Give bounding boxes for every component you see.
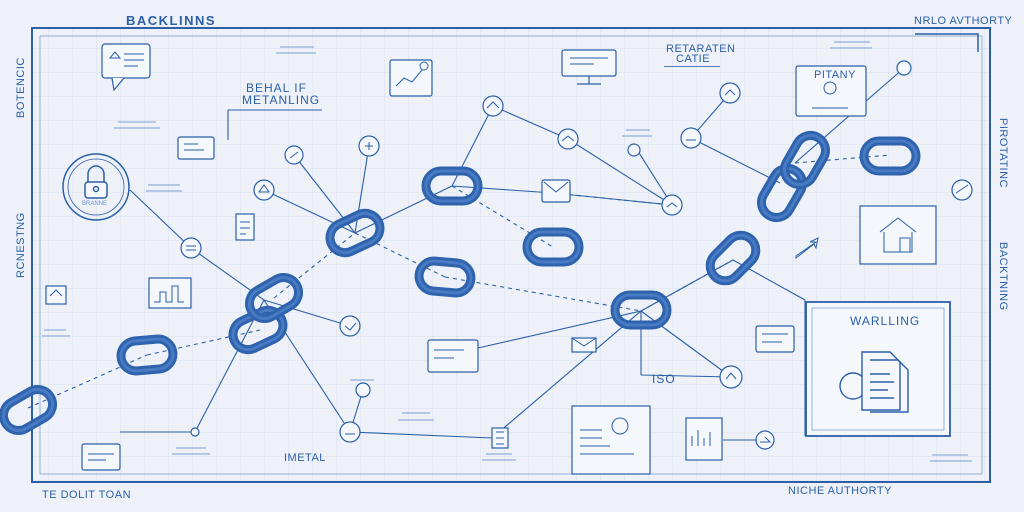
node-icon [719, 365, 743, 389]
node-icon [755, 430, 775, 450]
card-icon-details [49, 51, 917, 461]
node-icon [557, 128, 579, 150]
node-icon [253, 179, 275, 201]
right-vertical-label: PIROTATINC [997, 118, 1009, 188]
right-vertical-label-2: BACKTNING [997, 242, 1009, 311]
bottom-doc-icon [571, 405, 651, 475]
briefcase-icon [755, 325, 795, 353]
top-center-line2: CATIE [676, 53, 710, 65]
annotation-lines [42, 41, 972, 462]
message-card-tail [111, 77, 125, 92]
node-icon [339, 421, 361, 443]
node-icons [180, 60, 973, 450]
monitor-icon [561, 49, 617, 77]
profile-card-icon [795, 65, 867, 117]
node-icon [482, 95, 504, 117]
node-icon [719, 82, 741, 104]
outer-frame [31, 27, 991, 483]
node-icon-glyphs [186, 89, 969, 443]
node-icon [627, 143, 641, 157]
node-icon [951, 179, 973, 201]
warning-title: WARLLING [850, 314, 920, 328]
mail-card-icon [541, 179, 571, 203]
id-card-icon [177, 136, 215, 160]
document-stack-icon [839, 351, 909, 413]
warning-panel-inner [811, 307, 945, 431]
iso-label: ISO [652, 372, 676, 386]
message-icon-bottom [81, 443, 121, 471]
node-icon [896, 60, 912, 76]
node-icon [190, 427, 200, 437]
bottom-mid-label: IMETAL [284, 452, 326, 464]
left-vertical-label: BOTENCIC [15, 57, 27, 118]
arrow-icon [795, 237, 819, 260]
inner-frame [39, 35, 983, 475]
small-box-icon [45, 285, 67, 305]
left-vertical-label-2: RCNESTNG [15, 212, 27, 278]
node-icon [680, 127, 702, 149]
header-right-label: NRLO AVTHORTY [914, 15, 1013, 27]
mid-title-line1: BEHAL IF [246, 81, 307, 95]
top-center-underline [664, 66, 720, 67]
header-left-label: BACKLINNS [126, 13, 216, 28]
document-icon [235, 213, 255, 241]
card-icons [45, 43, 937, 475]
lock-icon [62, 153, 130, 221]
node-icon [339, 315, 361, 337]
bottom-left-label: TE DOLIT TOAN [42, 489, 131, 501]
folder-card-icon [427, 339, 479, 373]
node-icon [355, 382, 371, 398]
mini-card-title: PITANY [814, 69, 856, 81]
chart-card-icon [389, 59, 433, 97]
chart-panel-icon [148, 277, 192, 309]
bottom-right-label: NICHE AUTHORTY [788, 485, 892, 497]
home-panel-icon [859, 205, 937, 265]
top-center-line1: RETARATEN [666, 43, 736, 55]
frame-corner-top-right [915, 33, 979, 52]
lock-caption: BRANNE [82, 201, 107, 207]
node-icon [661, 194, 683, 216]
mid-title-line2: METANLING [242, 93, 320, 107]
message-card-icon [101, 43, 151, 79]
node-icon [180, 237, 202, 259]
